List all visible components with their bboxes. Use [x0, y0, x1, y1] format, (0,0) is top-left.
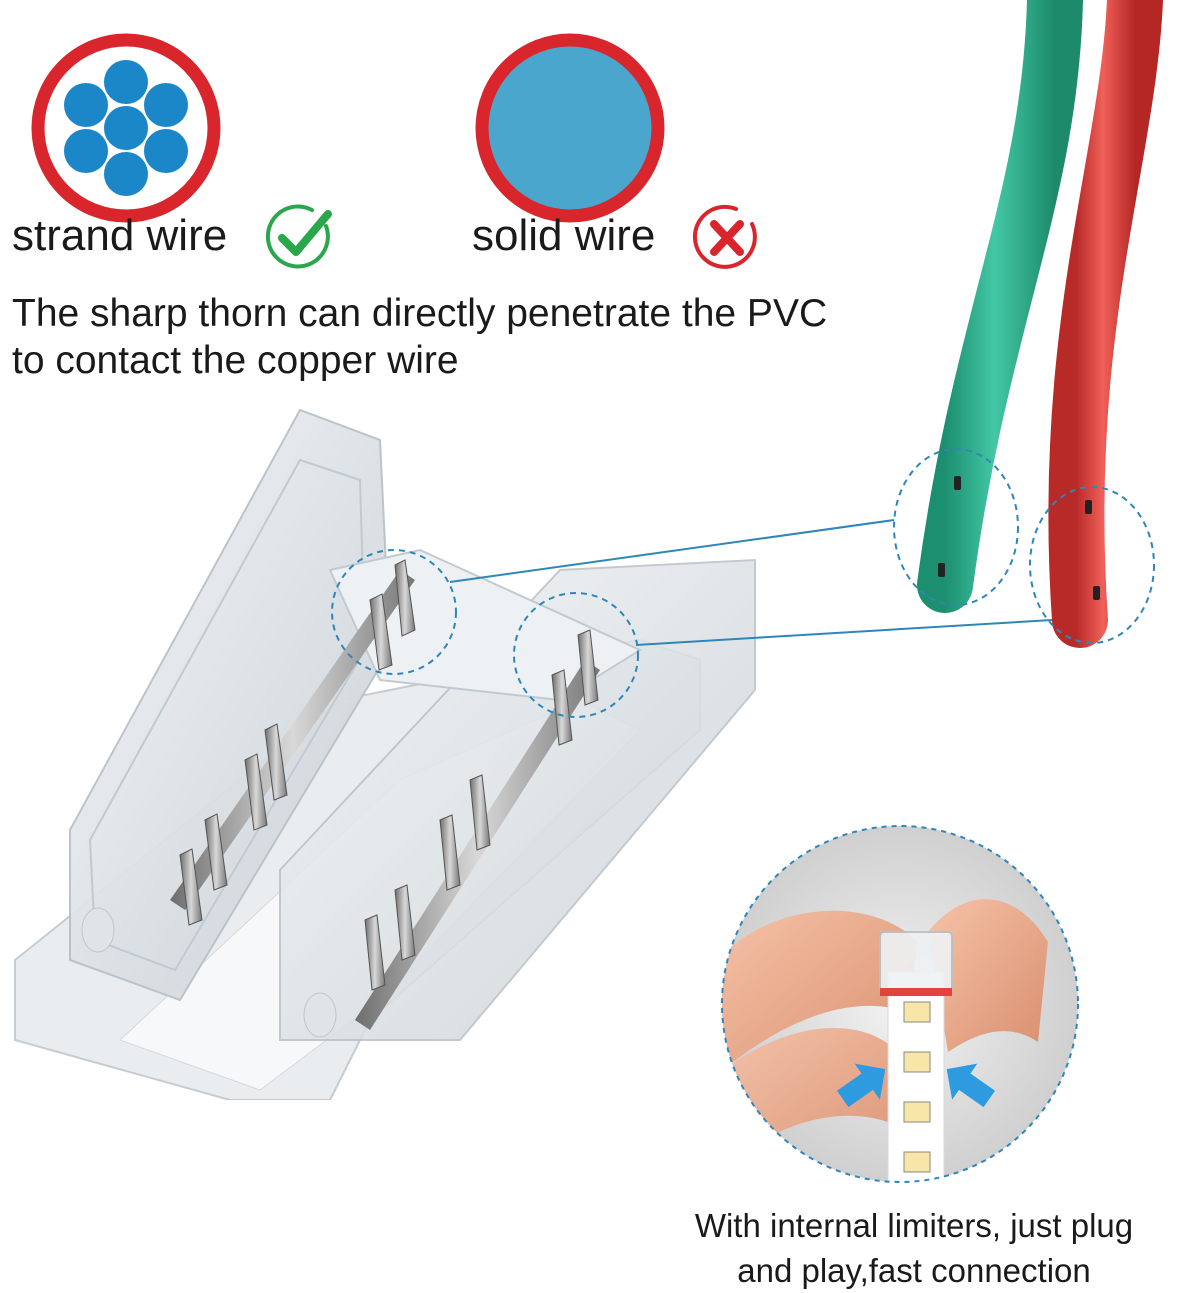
strand-core [104, 152, 148, 196]
cross-icon [692, 204, 757, 269]
strand-core [64, 83, 108, 127]
arrow-left-icon [946, 1063, 996, 1108]
description-line-1: The sharp thorn can directly penetrate t… [12, 292, 828, 335]
strand-wire-cross-section [31, 33, 221, 223]
plug-inset-photo [721, 825, 1079, 1183]
wire-pair-illustration [893, 0, 1163, 648]
green-wire [917, 0, 1083, 613]
description-line-2: to contact the copper wire [12, 339, 459, 382]
strand-core [104, 60, 148, 104]
strand-core [104, 106, 148, 150]
check-icon [265, 204, 332, 269]
caption-line-2: and play,fast connection [737, 1252, 1091, 1289]
strand-core [64, 129, 108, 173]
solid-wire-label: solid wire [472, 211, 656, 260]
red-wire [1048, 0, 1163, 648]
strand-wire-label: strand wire [12, 211, 228, 260]
arrow-right-icon [836, 1063, 886, 1108]
caption-line-1: With internal limiters, just plug [694, 1207, 1134, 1244]
solid-wire-cross-section [475, 33, 665, 223]
strand-core [144, 83, 188, 127]
connector-illustration [14, 408, 756, 1100]
strand-core [144, 129, 188, 173]
